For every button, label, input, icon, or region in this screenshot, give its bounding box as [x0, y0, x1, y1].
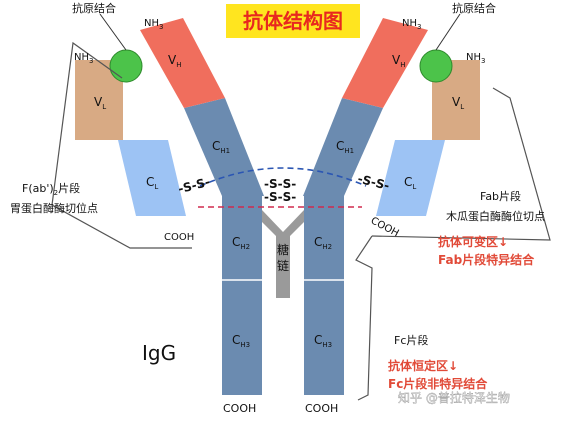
- papain-site-label: 木瓜蛋白酶酶位切点: [446, 209, 545, 223]
- disulfide-bond-hinge-2: -S-S-: [264, 190, 296, 204]
- ch2-label-left: CH2: [232, 235, 250, 251]
- fab2-fragment-label: F(ab')2片段: [22, 181, 80, 197]
- sugar-chain: [262, 210, 304, 298]
- ch1-left: [184, 98, 264, 196]
- ch1-label-left: CH1: [212, 139, 230, 155]
- fc-fragment-label: Fc片段: [394, 333, 428, 347]
- ch3-label-left: CH3: [232, 333, 250, 349]
- disulfide-bond-left: -S-S-: [177, 175, 212, 196]
- nh3-label-vh-right: NH3: [402, 18, 421, 31]
- vh-left: [140, 18, 225, 108]
- fc-bracket: [355, 235, 373, 401]
- vl-label-right: VL: [452, 95, 464, 111]
- nh3-label-vh-left: NH3: [144, 18, 163, 31]
- title-background: [226, 4, 360, 38]
- ch1-label-right: CH1: [336, 139, 354, 155]
- nh3-label-vl-right: NH3: [466, 52, 485, 65]
- vh-label-right: VH: [392, 53, 405, 69]
- heavy-chain-right-fc: [304, 195, 344, 395]
- cl-right: [376, 140, 445, 216]
- fab-specific-binding-label: Fab片段特异结合: [438, 252, 535, 267]
- cooh-label-light-left: COOH: [164, 232, 194, 243]
- variable-region-label: 抗体可变区↓: [438, 234, 508, 249]
- cooh-label-heavy-left: COOH: [223, 402, 256, 415]
- cl-label-right: CL: [404, 175, 416, 191]
- antigen-binding-label-right: 抗原结合: [452, 1, 496, 15]
- vh-right: [342, 18, 428, 108]
- heavy-chain-left-fc: [222, 195, 262, 395]
- page-title: 抗体结构图: [243, 9, 343, 33]
- vh-label-left: VH: [168, 53, 181, 69]
- fab-fragment-label: Fab片段: [480, 189, 521, 203]
- ch2-label-right: CH2: [314, 235, 332, 251]
- sugar-chain-label-2: 链: [277, 258, 289, 273]
- igg-label: IgG: [142, 341, 176, 365]
- ch3-label-right: CH3: [314, 333, 332, 349]
- cooh-label-heavy-right: COOH: [305, 402, 338, 415]
- vl-label-left: VL: [94, 95, 106, 111]
- antigen-left: [109, 49, 143, 83]
- nh3-label-vl-left: NH3: [74, 52, 93, 65]
- disulfide-bond-right: -S-S-: [356, 172, 391, 193]
- constant-region-label: 抗体恒定区↓: [388, 358, 458, 373]
- fab-bracket: [371, 87, 551, 241]
- cl-left: [118, 140, 186, 216]
- pepsin-cut-line: [199, 167, 367, 187]
- sugar-chain-label-1: 糖: [277, 242, 289, 257]
- antigen-right: [419, 49, 453, 83]
- cl-label-left: CL: [146, 175, 158, 191]
- antigen-binding-label-left: 抗原结合: [72, 1, 116, 15]
- watermark-text: 知乎 @普拉特泽生物: [398, 390, 510, 405]
- pepsin-site-label: 胃蛋白酶酶切位点: [10, 201, 98, 215]
- fc-nonspecific-binding-label: Fc片段非特异结合: [388, 376, 488, 391]
- disulfide-bond-hinge-1: -S-S-: [264, 177, 296, 191]
- fab2-bracket: [51, 41, 192, 249]
